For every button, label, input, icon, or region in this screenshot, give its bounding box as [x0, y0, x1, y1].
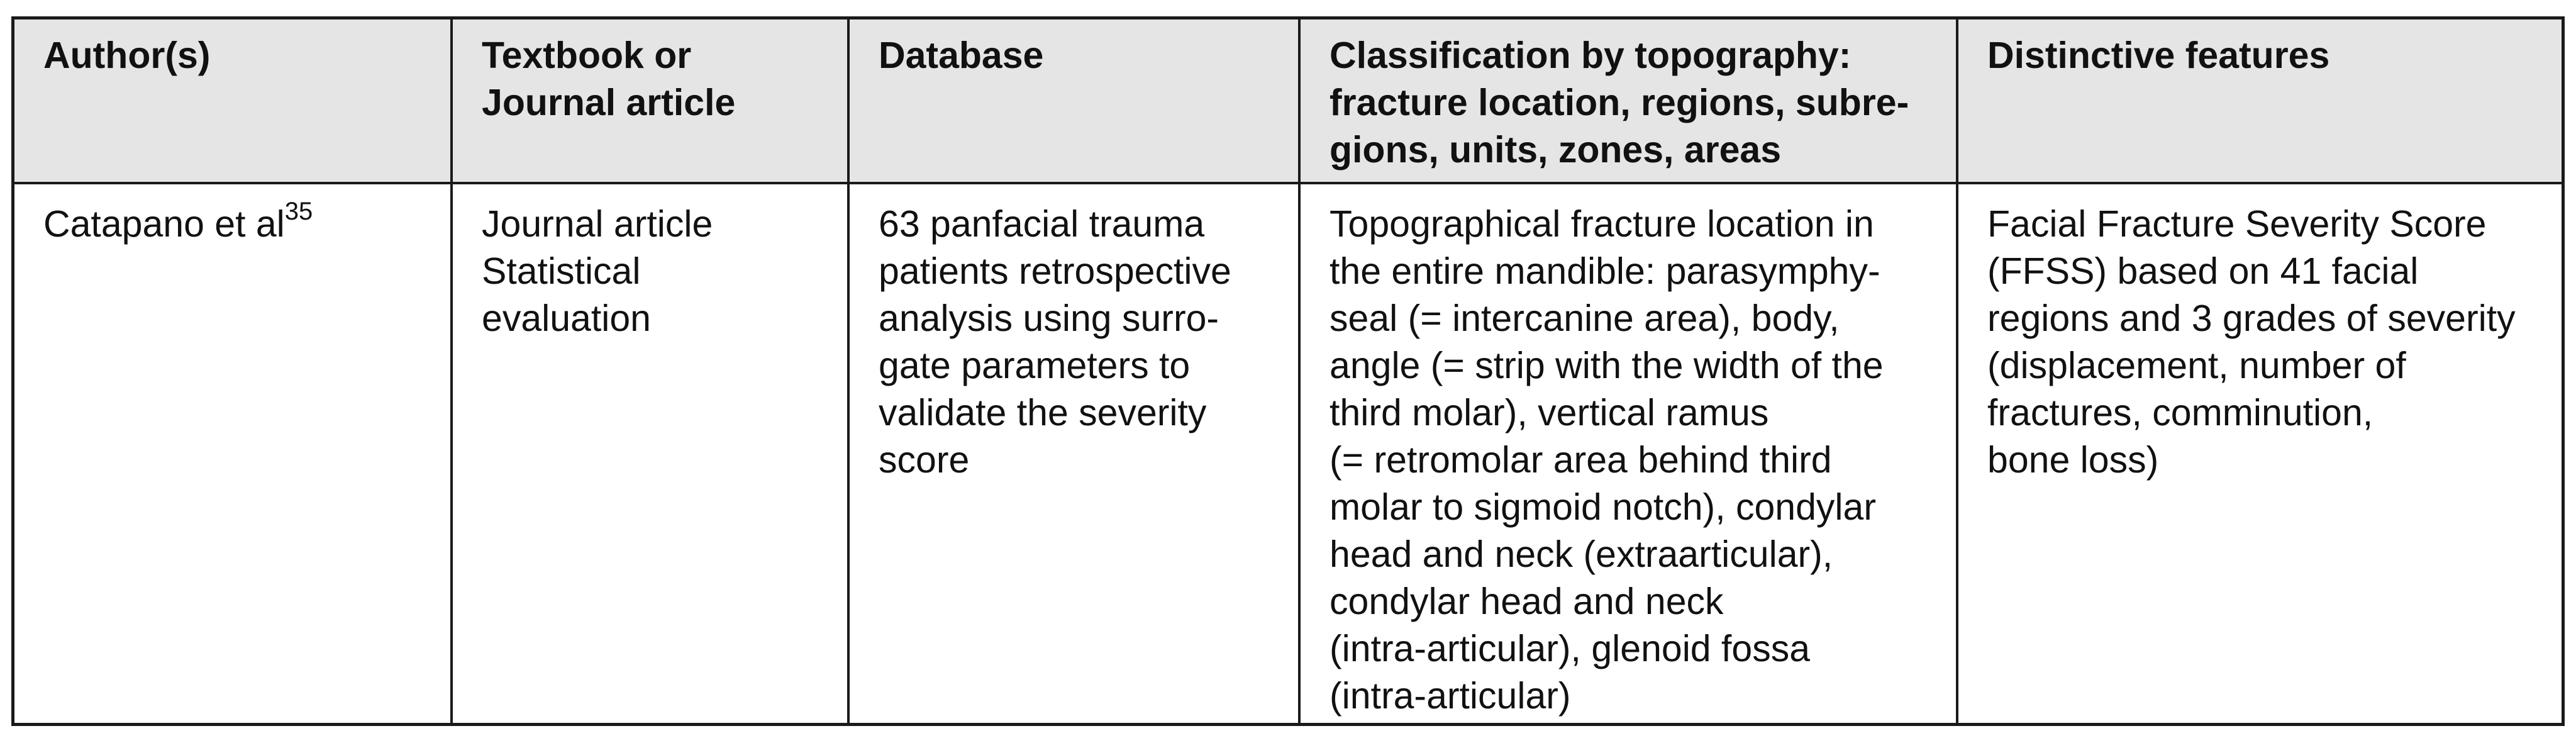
header-authors: Author(s)	[14, 20, 453, 184]
classification-line-5: third molar), vertical ramus	[1330, 392, 1769, 433]
header-distinctive-features: Distinctive features	[1958, 20, 2562, 184]
classification-line-10: (intra-articular), glenoid fossa	[1330, 628, 1811, 669]
header-authors-line: Author(s)	[43, 35, 211, 76]
header-type-line-1: Textbook or	[482, 35, 692, 76]
features-line-2: (FFSS) based on 41 facial	[1987, 250, 2419, 292]
database-line-3: analysis using surro-	[879, 298, 1219, 339]
features-line-6: bone loss)	[1987, 439, 2159, 481]
author-line: Catapano et al35	[43, 198, 436, 248]
cell-distinctive-features: Facial Fracture Severity Score (FFSS) ba…	[1958, 184, 2562, 723]
header-database: Database	[850, 20, 1301, 184]
database-line-6: score	[879, 439, 970, 481]
classification-line-8: head and neck (extraarticular),	[1330, 534, 1833, 575]
header-type-line-2: Journal article	[482, 82, 736, 123]
type-line-2: Statistical	[482, 250, 641, 292]
features-line-3: regions and 3 grades of severity	[1987, 298, 2516, 339]
classification-line-4: angle (= strip with the width of the	[1330, 345, 1884, 386]
classification-line-7: molar to sigmoid notch), condylar	[1330, 486, 1876, 528]
classification-line-2: the entire mandible: parasymphy-	[1330, 250, 1880, 292]
classification-line-6: (= retromolar area behind third	[1330, 439, 1832, 481]
database-line-1: 63 panfacial trauma	[879, 203, 1205, 245]
classification-line-9: condylar head and neck	[1330, 581, 1724, 622]
header-database-line: Database	[879, 35, 1044, 76]
header-classification-line-2: fracture location, regions, subre-	[1330, 82, 1909, 123]
database-line-4: gate parameters to	[879, 345, 1191, 386]
type-line-3: evaluation	[482, 298, 651, 339]
database-line-2: patients retrospective	[879, 250, 1231, 292]
header-classification-line-3: gions, units, zones, areas	[1330, 129, 1782, 170]
classification-line-3: seal (= intercanine area), body,	[1330, 298, 1840, 339]
header-features-line: Distinctive features	[1987, 35, 2330, 76]
author-name: Catapano et al	[43, 203, 285, 245]
type-line-1: Journal article	[482, 203, 713, 245]
features-line-4: (displacement, number of	[1987, 345, 2406, 386]
classification-line-1: Topographical fracture location in	[1330, 203, 1874, 245]
classification-line-11: (intra-articular)	[1330, 675, 1571, 717]
cell-author: Catapano et al35	[14, 184, 453, 723]
classification-table: Author(s) Textbook or Journal article Da…	[11, 16, 2565, 726]
cell-classification: Topographical fracture location in the e…	[1301, 184, 1958, 723]
cell-database: 63 panfacial trauma patients retrospecti…	[850, 184, 1301, 723]
cell-type: Journal article Statistical evaluation	[453, 184, 850, 723]
header-textbook-or-article: Textbook or Journal article	[453, 20, 850, 184]
features-line-1: Facial Fracture Severity Score	[1987, 203, 2487, 245]
header-classification: Classification by topography: fracture l…	[1301, 20, 1958, 184]
header-classification-line-1: Classification by topography:	[1330, 35, 1852, 76]
features-line-5: fractures, comminution,	[1987, 392, 2373, 433]
author-reference: 35	[284, 198, 313, 226]
database-line-5: validate the severity	[879, 392, 1207, 433]
